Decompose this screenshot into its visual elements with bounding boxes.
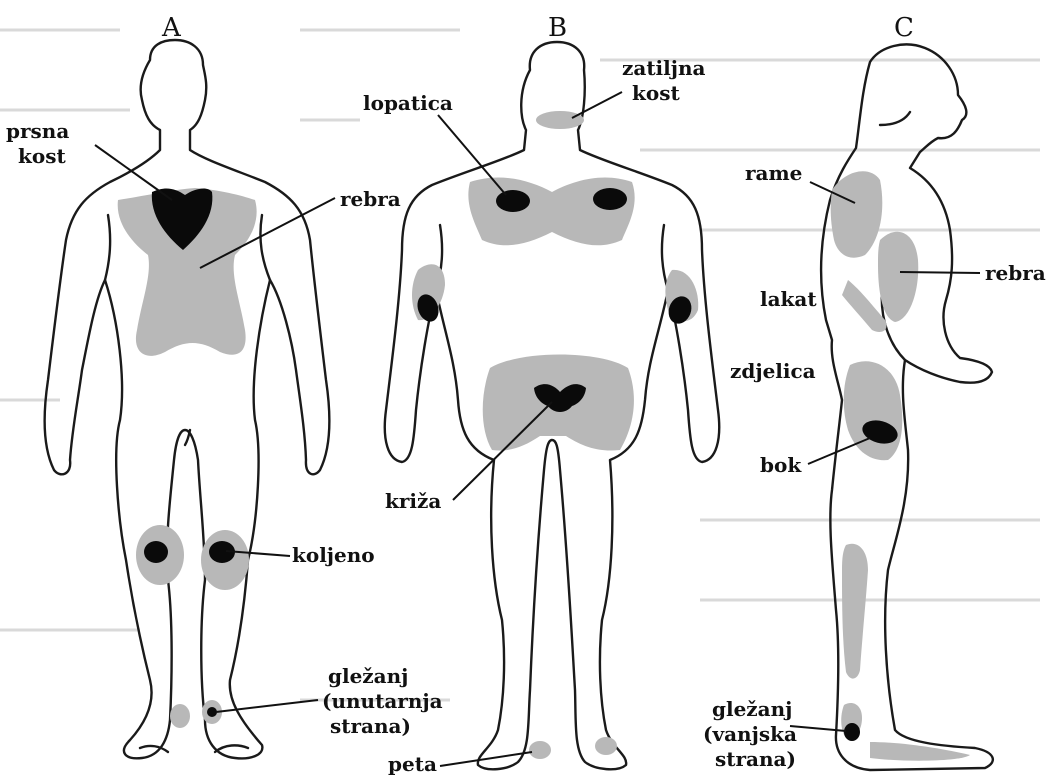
figure-a-outline [45,40,330,758]
label-rebra-a: rebra [340,187,401,211]
scapula-left-point [496,190,530,212]
label-glezanj-v-2: (vanjska [703,722,797,746]
label-zatiljna: zatiljna [622,56,706,80]
ankle-side-point [844,723,860,741]
panel-label-b: B [548,13,567,43]
label-glezanj-u-2: (unutarnja [322,689,443,713]
label-lopatica: lopatica [363,91,453,115]
label-glezanj-v-1: gležanj [712,697,792,721]
heel-left-zone [529,741,551,759]
figure-a-front: A [45,13,330,758]
label-glezanj-u-1: gležanj [328,664,408,688]
leader-bok [808,438,870,464]
label-zdjelica: zdjelica [730,359,816,383]
leader-zatiljna [572,92,622,118]
ankle-right-point [207,707,217,717]
knee-left-point [144,541,168,563]
label-prsna: prsna [6,119,69,143]
label-lakat: lakat [760,287,817,311]
label-bok: bok [760,453,802,477]
leg-side-pressure-zone [842,544,868,679]
label-kost-b: kost [632,81,680,105]
foot-side-zone [870,742,970,761]
leader-glezanj-u [216,700,318,712]
heel-right-zone [595,737,617,755]
label-peta: peta [388,752,437,775]
label-glezanj-u-3: strana) [330,714,411,738]
label-kost-a: kost [18,144,66,168]
shoulder-pressure-zone [831,171,883,257]
label-rebra-c: rebra [985,261,1046,285]
leader-prsna-kost [95,145,172,200]
leader-peta [440,752,532,766]
label-glezanj-v-3: strana) [715,747,796,771]
label-kriza: križa [385,489,441,513]
occiput-zone [536,111,584,129]
label-rame: rame [745,161,802,185]
label-koljeno: koljeno [292,543,375,567]
scapula-pressure-zone [468,177,634,245]
figure-c-side: C [821,13,993,770]
scapula-right-point [593,188,627,210]
ribs-side-pressure-zone [878,232,918,322]
panel-label-c: C [894,13,914,43]
figure-b-back: B [385,13,719,769]
leader-rebra-c [900,272,980,273]
ankle-left-zone [170,704,190,728]
panel-label-a: A [161,13,182,43]
